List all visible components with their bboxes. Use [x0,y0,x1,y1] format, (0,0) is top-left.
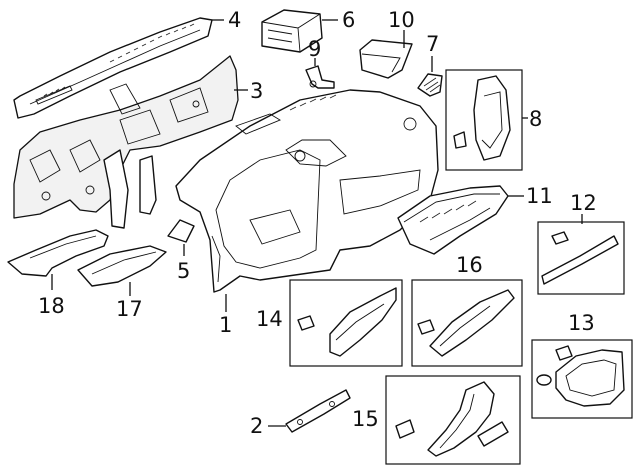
callout-7: 7 [426,32,439,56]
vent-7-part [417,73,443,97]
trim-strip-part [541,231,619,285]
callout-16: 16 [456,253,483,277]
callout-4: 4 [228,8,241,32]
callout-1: 1 [219,313,232,337]
trim-panel-14-part [297,287,397,357]
passenger-airbag-part [261,9,323,53]
callout-3: 3 [250,79,263,103]
callout-17: 17 [116,297,143,321]
callout-13: 13 [568,311,595,335]
cluster-bezel-part [536,345,625,407]
callout-10: 10 [388,8,415,32]
side-panel-part [453,75,511,161]
callout-11: 11 [526,184,553,208]
trim-panel-15-part [395,381,509,457]
clip-5-part [167,219,195,243]
glove-box-part [397,185,509,255]
callout-12: 12 [570,191,597,215]
callout-9: 9 [308,37,321,61]
duct-18-part [7,229,109,277]
trim-panel-16-part [417,289,515,357]
callout-2: 2 [250,414,263,438]
instrument-panel-part [175,89,439,293]
bracket-2-part [285,389,351,433]
callout-5: 5 [177,259,190,283]
callout-6: 6 [342,8,355,32]
callout-15: 15 [352,407,379,431]
panel-cover-part [359,39,413,79]
bracket-9-part [305,65,335,89]
defroster-panel-part [13,17,213,119]
reinforcement-beam-part [13,55,239,229]
callout-18: 18 [38,294,65,318]
duct-17-part [77,245,167,287]
callout-14: 14 [256,307,283,331]
callout-8: 8 [529,107,542,131]
